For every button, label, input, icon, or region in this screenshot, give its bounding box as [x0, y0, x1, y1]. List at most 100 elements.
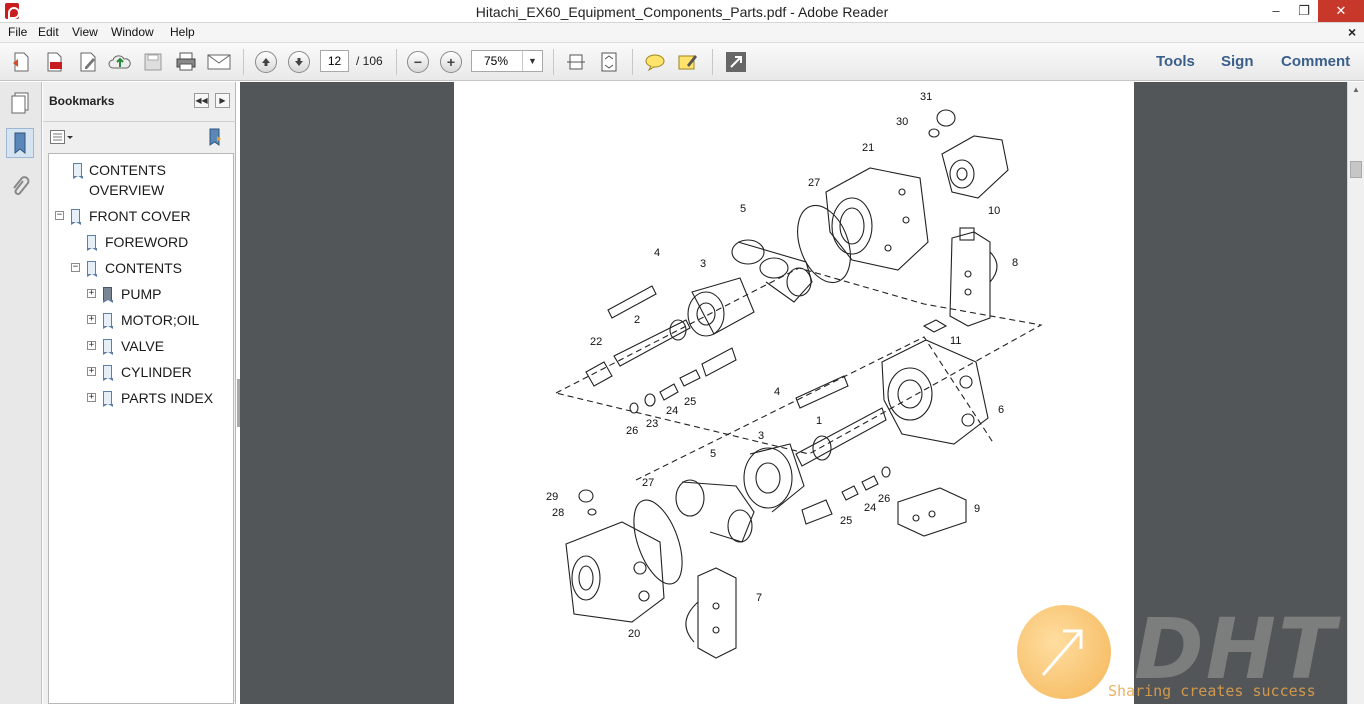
- upload-cloud-icon[interactable]: [108, 50, 132, 74]
- expand-panel-icon[interactable]: ▶: [215, 93, 230, 108]
- highlight-pen-icon[interactable]: [676, 50, 700, 74]
- part-callout-label: 24: [864, 502, 876, 514]
- chevron-down-icon[interactable]: ▼: [522, 51, 542, 71]
- panel-resize-handle[interactable]: [237, 379, 240, 427]
- part-callout-label: 30: [896, 116, 908, 128]
- comment-note-icon[interactable]: [643, 50, 667, 74]
- collapse-toggle-icon[interactable]: −: [55, 210, 64, 220]
- sign-link[interactable]: Sign: [1221, 53, 1254, 70]
- assembly-outline-upper: [554, 267, 1043, 455]
- previous-page-icon[interactable]: [254, 50, 278, 74]
- navigation-rail: [0, 82, 42, 704]
- email-icon[interactable]: [207, 50, 231, 74]
- scrollbar-thumb[interactable]: [1350, 161, 1362, 178]
- edit-document-icon[interactable]: [76, 50, 100, 74]
- create-pdf-icon[interactable]: [9, 50, 33, 74]
- watermark-tagline: Sharing creates success: [1108, 682, 1316, 700]
- minimize-button[interactable]: ‒: [1272, 3, 1280, 18]
- expand-toggle-icon[interactable]: +: [87, 366, 96, 376]
- close-window-button[interactable]: ✕: [1318, 0, 1364, 22]
- part-callout-label: 27: [808, 177, 820, 189]
- zoom-in-icon[interactable]: +: [439, 50, 463, 74]
- page-number-input[interactable]: 12: [320, 50, 349, 72]
- window-title: Hitachi_EX60_Equipment_Components_Parts.…: [475, 4, 889, 20]
- bookmark-label: FRONT COVER: [89, 208, 191, 224]
- part-callout-label: 31: [920, 91, 932, 103]
- full-screen-icon[interactable]: [724, 50, 748, 74]
- part-callout-label: 2: [634, 314, 640, 326]
- zoom-in-glyph: +: [440, 51, 462, 73]
- expand-toggle-icon[interactable]: +: [87, 340, 96, 350]
- collapse-panel-icon[interactable]: ◀◀: [194, 93, 209, 108]
- assembly-outline-lower: [635, 336, 995, 481]
- part-callout-label: 21: [862, 142, 874, 154]
- part-callout-label: 25: [684, 396, 696, 408]
- menu-edit[interactable]: Edit: [38, 25, 59, 39]
- part-callout-label: 26: [878, 493, 890, 505]
- exploded-parts-diagram: 3130211027584321122252423266413527292825…: [546, 91, 1043, 659]
- part-callout-label: 11: [950, 335, 961, 347]
- menu-window[interactable]: Window: [111, 25, 154, 39]
- bookmarks-panel-icon[interactable]: [6, 128, 34, 158]
- tools-link[interactable]: Tools: [1156, 53, 1195, 70]
- part-callout-label: 26: [626, 425, 638, 437]
- options-menu-icon[interactable]: [50, 129, 74, 145]
- part-callout-label: 4: [654, 247, 660, 259]
- part-callout-label: 23: [646, 418, 658, 430]
- attachments-icon[interactable]: [6, 172, 34, 202]
- maximize-button[interactable]: ❐: [1298, 3, 1310, 18]
- fit-page-icon[interactable]: [597, 50, 621, 74]
- bookmarks-header: Bookmarks ◀◀ ▶: [43, 82, 236, 122]
- expand-toggle-icon[interactable]: +: [87, 288, 96, 298]
- arrow-logo-icon: [1017, 605, 1111, 699]
- part-callout-label: 1: [816, 415, 822, 427]
- title-bar: Hitachi_EX60_Equipment_Components_Parts.…: [0, 0, 1364, 23]
- bookmark-label: PARTS INDEX: [121, 390, 214, 406]
- bookmark-icon: [87, 235, 97, 251]
- bookmarks-tree: CONTENTS OVERVIEW − FRONT COVER FOREWORD…: [48, 153, 234, 704]
- page-thumbnails-icon[interactable]: [6, 88, 34, 118]
- part-callout-label: 25: [840, 515, 852, 527]
- scroll-up-icon[interactable]: ▲: [1352, 85, 1360, 94]
- print-icon[interactable]: [174, 50, 198, 74]
- close-document-button[interactable]: ×: [1348, 24, 1357, 40]
- toolbar-separator: [396, 49, 397, 75]
- comment-link[interactable]: Comment: [1281, 53, 1351, 70]
- dht-watermark: DHT Sharing creates success: [1014, 600, 1364, 704]
- zoom-out-glyph: −: [407, 51, 429, 73]
- bookmark-label: VALVE: [121, 338, 165, 354]
- fit-page-scroll-icon[interactable]: [564, 50, 588, 74]
- part-callout-label: 3: [700, 258, 706, 270]
- watermark-brand: DHT: [1134, 600, 1338, 698]
- part-callout-label: 5: [740, 203, 746, 215]
- part-callout-label: 27: [642, 477, 654, 489]
- menu-file[interactable]: File: [8, 25, 28, 39]
- bookmark-icon: [103, 313, 113, 329]
- menu-help[interactable]: Help: [170, 25, 195, 39]
- bookmark-label: CONTENTS: [89, 162, 166, 178]
- vertical-scrollbar[interactable]: ▲: [1347, 82, 1364, 704]
- bookmark-icon: [103, 339, 113, 355]
- zoom-value: 75%: [484, 54, 509, 68]
- expand-toggle-icon[interactable]: +: [87, 314, 96, 324]
- page-total-label: / 106: [356, 54, 383, 68]
- part-callout-label: 9: [974, 503, 980, 515]
- pdf-export-icon[interactable]: [43, 50, 67, 74]
- next-page-icon[interactable]: [287, 50, 311, 74]
- part-callout-label: 29: [546, 491, 558, 503]
- new-bookmark-icon[interactable]: [205, 127, 225, 147]
- bookmark-label: CONTENTS: [105, 260, 182, 276]
- toolbar-separator: [712, 49, 713, 75]
- adobe-reader-icon: [5, 3, 20, 19]
- menu-view[interactable]: View: [72, 25, 98, 39]
- save-icon[interactable]: [141, 50, 165, 74]
- collapse-toggle-icon[interactable]: −: [71, 262, 80, 272]
- zoom-out-icon[interactable]: −: [406, 50, 430, 74]
- expand-toggle-icon[interactable]: +: [87, 392, 96, 402]
- part-callout-label: 24: [666, 405, 678, 417]
- bookmark-icon: [103, 365, 113, 381]
- menu-bar: File Edit View Window Help ×: [0, 23, 1364, 43]
- zoom-select[interactable]: 75% ▼: [471, 50, 543, 72]
